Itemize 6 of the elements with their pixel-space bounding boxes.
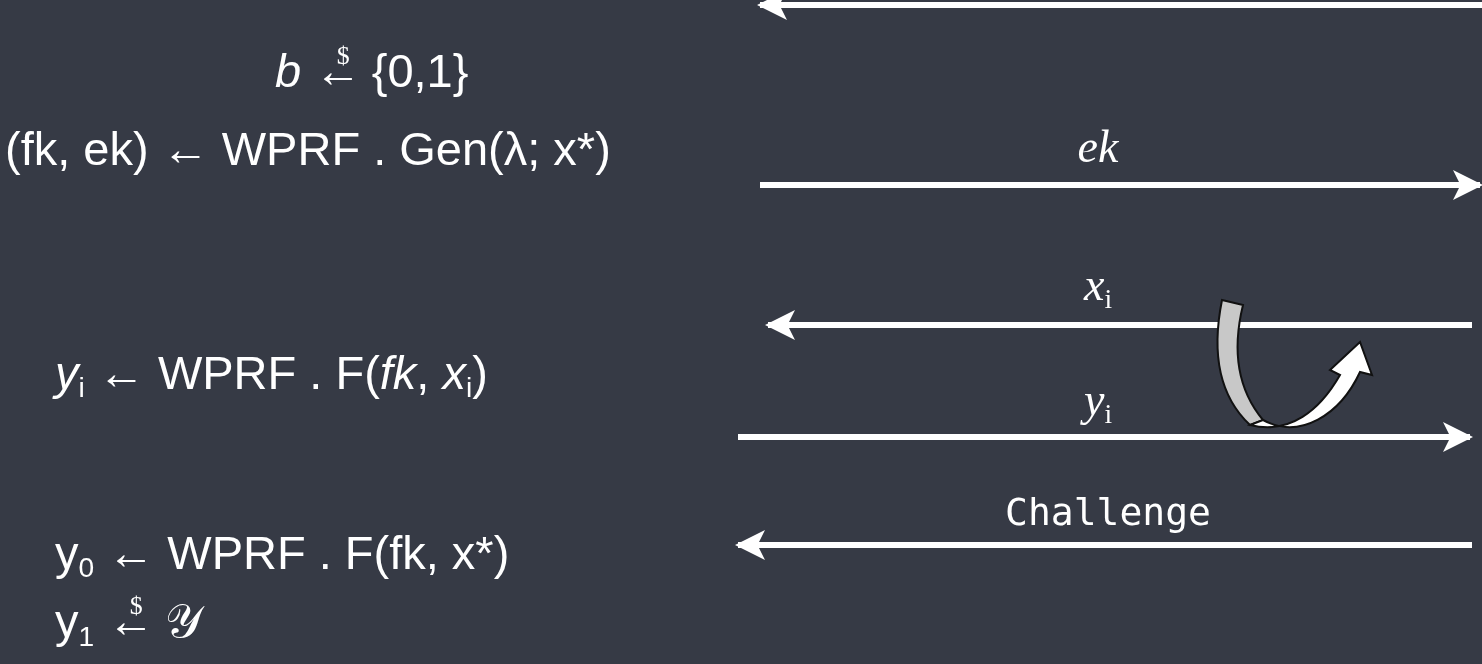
message-label: x$_{i}$: [1083, 258, 1113, 316]
formula-text: y$_{0}$ ← WPRF . F(fk, x*): [55, 527, 510, 584]
message-label: Challenge: [1005, 490, 1211, 534]
formula-text: (fk, ek) ← WPRF . Gen(λ; x*): [5, 123, 611, 175]
message-label: ek: [1077, 120, 1119, 173]
formula-text: b ←$^{$}$ {0,1}: [275, 42, 469, 97]
